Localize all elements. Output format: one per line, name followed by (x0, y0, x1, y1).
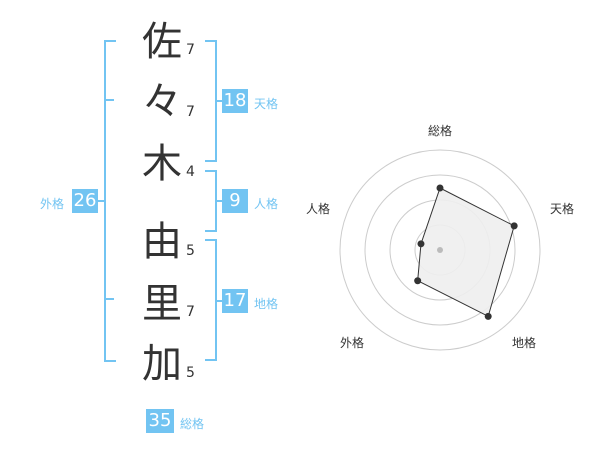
soukaku-value: 35 (146, 409, 174, 433)
radar-series-polygon (417, 187, 515, 318)
radar-axis-label-soukaku: 総格 (428, 124, 453, 138)
tenkaku-label: 天格 (254, 97, 279, 111)
jinkaku-bracket-connector (215, 200, 223, 202)
name-char-5: 里 (142, 281, 182, 327)
gaikaku-bracket-tick-top (106, 99, 114, 101)
radar-axis-label-gaikaku: 外格 (340, 336, 365, 350)
gaikaku-bracket-connector (96, 200, 104, 202)
name-char-1: 佐 (142, 19, 182, 65)
gaikaku-bracket-tick-bottom (106, 298, 114, 300)
chikaku-label: 地格 (254, 297, 279, 311)
stroke-count-2: 7 (186, 104, 195, 120)
stroke-count-1: 7 (186, 42, 195, 58)
tenkaku-value: 18 (222, 89, 248, 113)
radar-point-1 (436, 184, 444, 192)
radar-point-2 (510, 222, 518, 230)
radar-point-5 (417, 240, 425, 248)
radar-axis-label-tenkaku: 天格 (550, 202, 575, 216)
name-char-4: 由 (142, 219, 182, 265)
jinkaku-label: 人格 (254, 197, 279, 211)
chikaku-bracket-connector (215, 300, 223, 302)
radar-axis-label-chikaku: 地格 (512, 336, 537, 350)
radar-point-4 (414, 277, 422, 285)
stroke-count-6: 5 (186, 365, 195, 381)
jinkaku-value: 9 (222, 189, 248, 213)
tenkaku-bracket-connector (215, 100, 223, 102)
stroke-count-3: 4 (186, 164, 195, 180)
chikaku-value: 17 (222, 289, 248, 313)
radar-ring-1 (339, 149, 541, 351)
gaikaku-bracket (104, 40, 116, 362)
radar-point-3 (484, 312, 492, 320)
stroke-count-4: 5 (186, 243, 195, 259)
radar-ring-2 (364, 174, 516, 326)
gaikaku-value: 26 (72, 189, 98, 213)
soukaku-label: 総格 (180, 417, 205, 431)
name-char-2: 々 (142, 79, 182, 125)
gaikaku-label: 外格 (40, 197, 65, 211)
radar-axis-label-jinkaku: 人格 (306, 202, 331, 216)
stroke-count-5: 7 (186, 304, 195, 320)
radar-center-dot (437, 247, 443, 253)
name-char-6: 加 (142, 341, 182, 387)
name-char-3: 木 (142, 141, 182, 187)
